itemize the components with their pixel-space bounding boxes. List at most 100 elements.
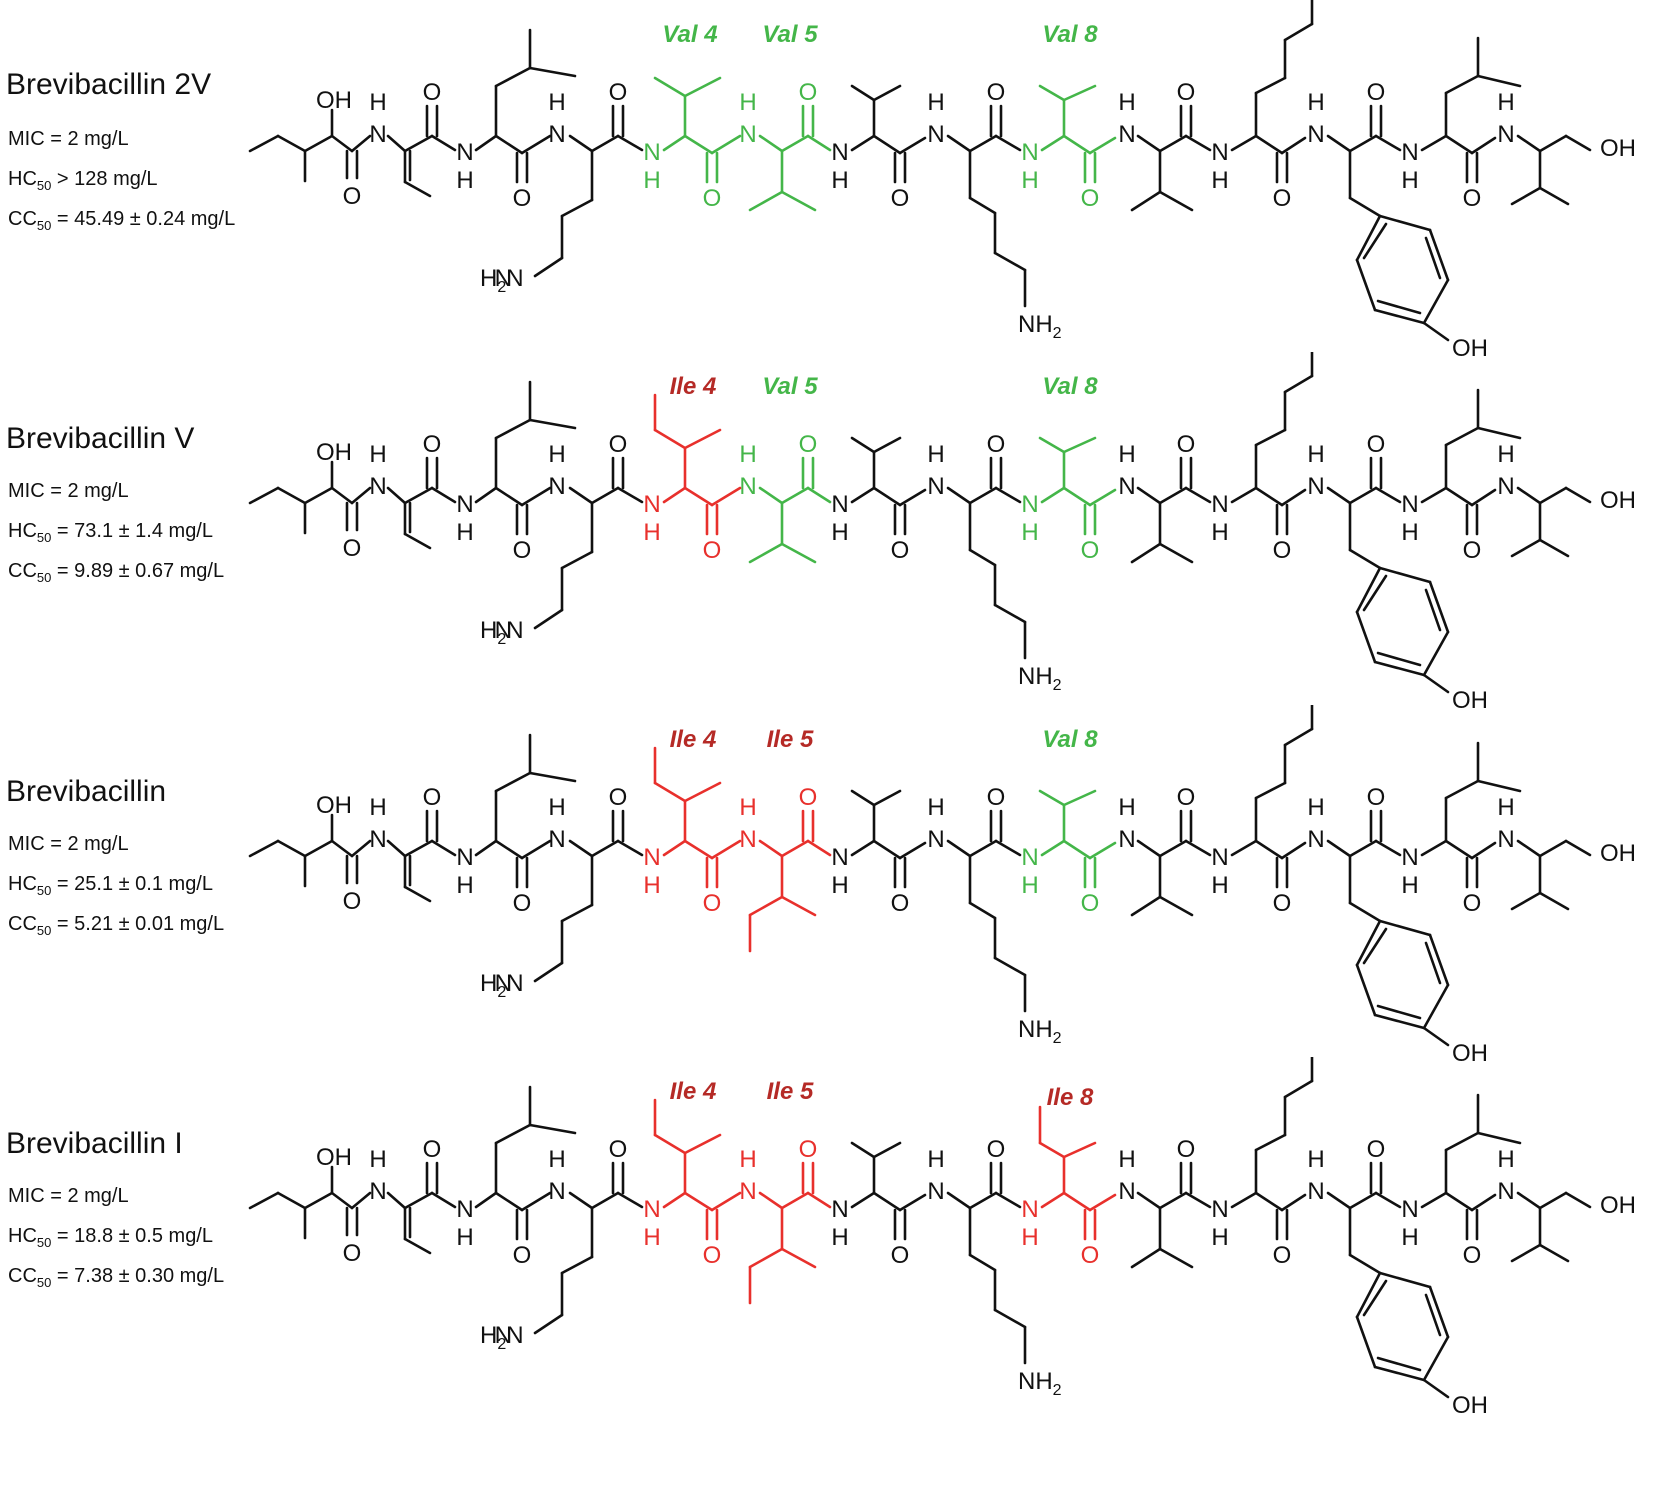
bond	[616, 839, 644, 857]
atom-label: O	[343, 183, 362, 210]
assay-subscript: 50	[36, 1235, 52, 1250]
atom-label: H	[456, 1224, 473, 1251]
bond	[1422, 1378, 1450, 1399]
bond	[850, 486, 876, 504]
bond	[276, 134, 307, 153]
bond	[403, 180, 432, 198]
bond	[350, 134, 372, 153]
bond	[533, 961, 564, 983]
bond	[1038, 436, 1066, 454]
atom-label: OH	[316, 792, 352, 819]
bond	[898, 488, 927, 507]
atom-label: N	[1211, 844, 1228, 871]
atom-label: H	[739, 89, 756, 116]
bond	[430, 839, 457, 857]
bond	[1564, 134, 1592, 152]
bond	[1283, 727, 1314, 747]
atom-label: O	[703, 185, 722, 212]
bond	[1444, 74, 1480, 95]
bond	[350, 839, 372, 858]
bond	[1420, 486, 1448, 504]
assay-subscript: 50	[36, 923, 52, 938]
bond	[1136, 1191, 1162, 1210]
bond	[758, 134, 784, 153]
atom-label: N	[1118, 121, 1135, 148]
bond	[1420, 1191, 1448, 1209]
atom-label: H	[1118, 1146, 1135, 1173]
bond	[1538, 186, 1570, 206]
bond	[1158, 1247, 1194, 1269]
atom-label: N	[548, 473, 565, 500]
assay-value: HC50 = 73.1 ± 1.4 mg/L	[8, 520, 213, 545]
atom-label: N	[739, 826, 756, 853]
assay-label: CC	[8, 1265, 37, 1287]
atom-label: N	[1118, 1178, 1135, 1205]
bond	[1355, 566, 1382, 614]
bond	[1378, 1271, 1432, 1289]
bond	[276, 839, 307, 858]
atom-label: H	[1021, 519, 1038, 546]
atom-label: N	[1497, 121, 1514, 148]
bond	[1564, 486, 1592, 504]
bond	[1130, 895, 1162, 917]
bond	[303, 486, 334, 505]
bond	[806, 1191, 832, 1209]
bond	[662, 1191, 687, 1209]
bond	[386, 839, 407, 858]
assay-label: HC	[8, 520, 37, 542]
bond	[1422, 1335, 1450, 1382]
bond	[993, 251, 1027, 272]
atom-label: O	[1273, 890, 1292, 917]
bond	[1476, 779, 1522, 793]
bond	[1136, 486, 1162, 505]
atom-label: H	[927, 441, 944, 468]
bond	[568, 839, 594, 858]
bond	[430, 1191, 457, 1209]
atom-label: N	[1021, 844, 1038, 871]
bond	[1348, 548, 1382, 570]
bond	[520, 134, 552, 155]
bond	[1038, 84, 1066, 102]
atom-label: N	[643, 491, 660, 518]
bond	[1378, 214, 1432, 232]
atom-label: H	[927, 89, 944, 116]
bond	[1476, 426, 1522, 440]
assay-number: = 9.89 ± 0.67 mg/L	[51, 560, 225, 582]
bond	[683, 76, 722, 98]
atom-label: H	[927, 1146, 944, 1173]
bond	[1355, 919, 1382, 967]
atom-label: H	[369, 794, 386, 821]
atom-label: H	[1497, 1146, 1514, 1173]
bond	[872, 789, 902, 807]
bond	[780, 895, 817, 917]
atom-label: O	[343, 535, 362, 562]
bond	[1428, 1285, 1450, 1339]
atom-label: N	[1021, 139, 1038, 166]
bond	[806, 134, 832, 152]
bond	[1378, 919, 1432, 937]
bond	[898, 1193, 927, 1212]
bond	[683, 1133, 722, 1155]
bond	[528, 66, 577, 78]
compound-name: Brevibacillin 2V	[6, 68, 212, 101]
bond	[1355, 1315, 1377, 1369]
atom-label: O	[1273, 1242, 1292, 1269]
bond	[872, 839, 902, 860]
bond	[474, 486, 498, 504]
assay-subscript: 50	[36, 218, 52, 233]
bond	[1476, 1131, 1522, 1145]
bond	[1348, 839, 1378, 858]
bond	[1373, 1365, 1426, 1382]
atom-label: O	[1463, 1242, 1482, 1269]
assay-subscript: 50	[36, 883, 52, 898]
bond	[1373, 1013, 1426, 1030]
structure-drawing: OHONHONHONHNH2NONHONHONHONHNH2ONHONHONHN…	[248, 1057, 1636, 1419]
atom-label: N	[369, 826, 386, 853]
bond	[1355, 258, 1377, 312]
bond	[1538, 839, 1568, 858]
amine-label: NH2	[1018, 1368, 1062, 1399]
bond	[430, 486, 457, 504]
atom-label: O	[703, 537, 722, 564]
atom-label: N	[1497, 473, 1514, 500]
atom-label: OH	[1600, 840, 1636, 867]
